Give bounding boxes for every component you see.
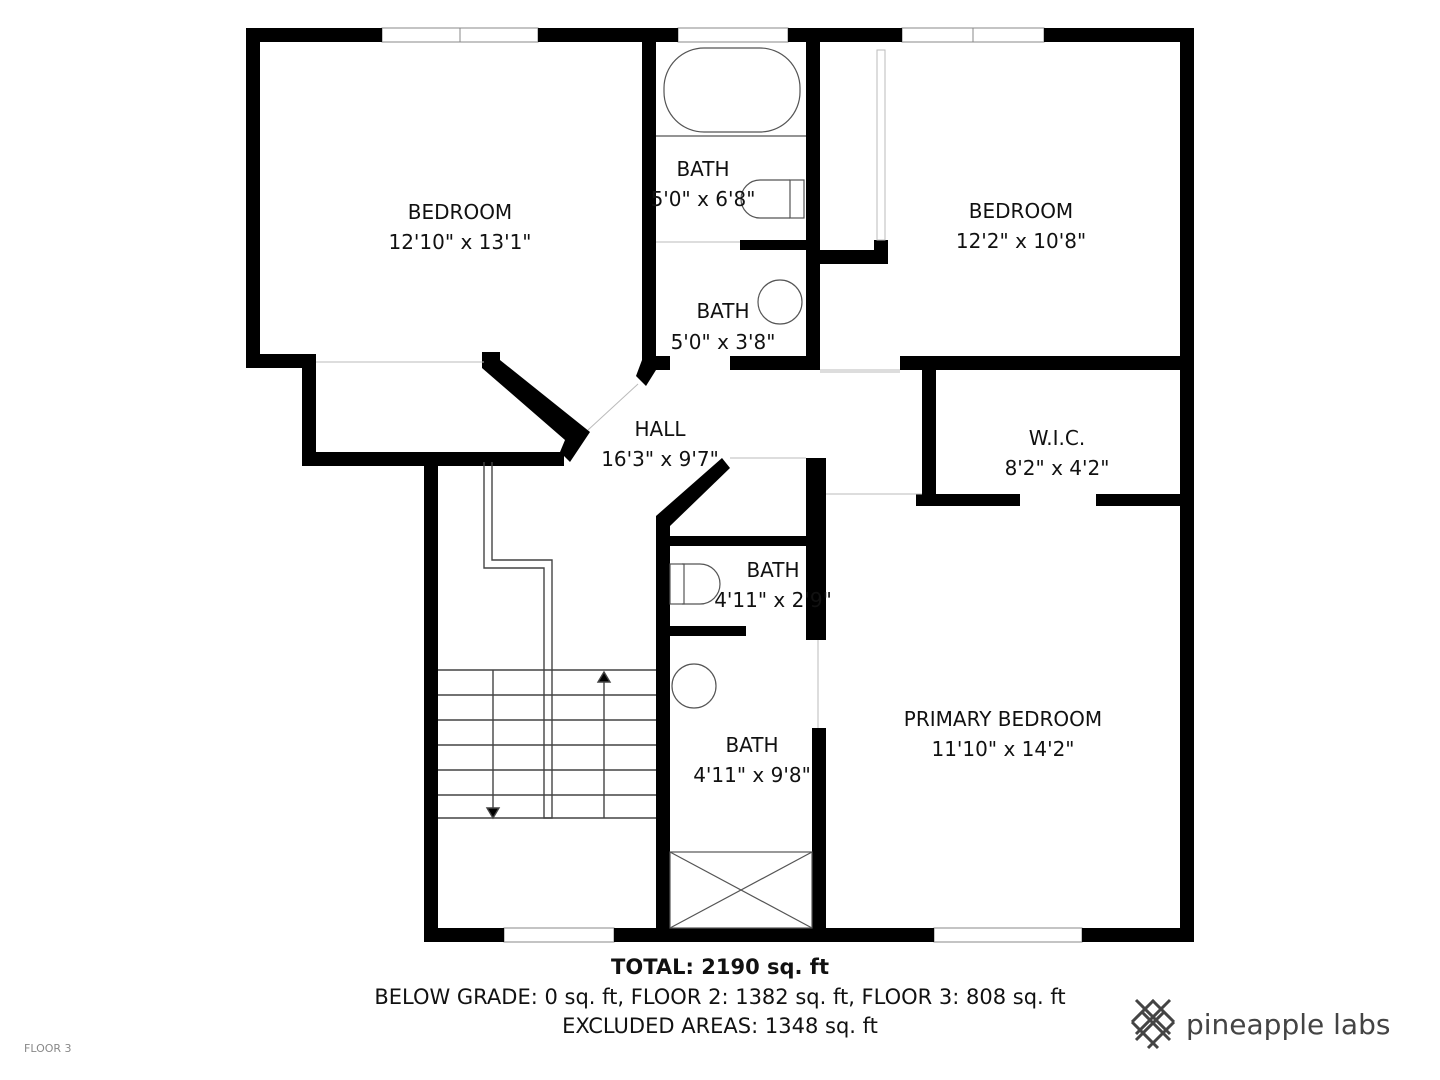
staircase[interactable] <box>438 462 656 820</box>
floor-label: FLOOR 3 <box>24 1042 72 1055</box>
room-dims: 12'2" x 10'8" <box>956 229 1086 253</box>
total-area: TOTAL: 2190 sq. ft <box>611 955 829 979</box>
bathtub-icon <box>663 47 801 133</box>
openings <box>316 49 922 728</box>
room-labels: BEDROOM 12'10" x 13'1" BATH 5'0" x 6'8" … <box>388 157 1109 787</box>
room-dims: 5'0" x 3'8" <box>671 330 776 354</box>
room-name: BATH <box>676 157 729 181</box>
pineapple-lattice-icon <box>1130 998 1176 1050</box>
room-name: BATH <box>746 558 799 582</box>
logo: pineapple labs <box>1130 996 1390 1052</box>
room-dims: 11'10" x 14'2" <box>931 737 1074 761</box>
toilet-icon <box>682 563 721 605</box>
room-dims: 5'0" x 6'8" <box>651 187 756 211</box>
room-name: BATH <box>725 733 778 757</box>
room-name: HALL <box>634 417 686 441</box>
excluded-areas: EXCLUDED AREAS: 1348 sq. ft <box>562 1014 878 1038</box>
shower-icon <box>669 851 813 929</box>
windows <box>381 27 1083 943</box>
room-name: PRIMARY BEDROOM <box>904 707 1102 731</box>
logo-text: pineapple labs <box>1186 1007 1391 1041</box>
room-dims: 8'2" x 4'2" <box>1005 456 1110 480</box>
fixtures <box>656 47 813 929</box>
toilet-icon <box>740 179 790 219</box>
area-breakdown: BELOW GRADE: 0 sq. ft, FLOOR 2: 1382 sq.… <box>374 985 1066 1009</box>
sink-icon <box>671 663 717 709</box>
room-dims: 4'11" x 9'8" <box>693 763 811 787</box>
room-dims: 4'11" x 2'9" <box>714 588 832 612</box>
room-name: BATH <box>696 299 749 323</box>
sink-icon <box>757 279 803 325</box>
walls <box>246 28 1194 942</box>
room-name: W.I.C. <box>1029 426 1085 450</box>
room-dims: 16'3" x 9'7" <box>601 447 719 471</box>
room-name: BEDROOM <box>969 199 1073 223</box>
room-name: BEDROOM <box>408 200 512 224</box>
room-dims: 12'10" x 13'1" <box>388 230 531 254</box>
